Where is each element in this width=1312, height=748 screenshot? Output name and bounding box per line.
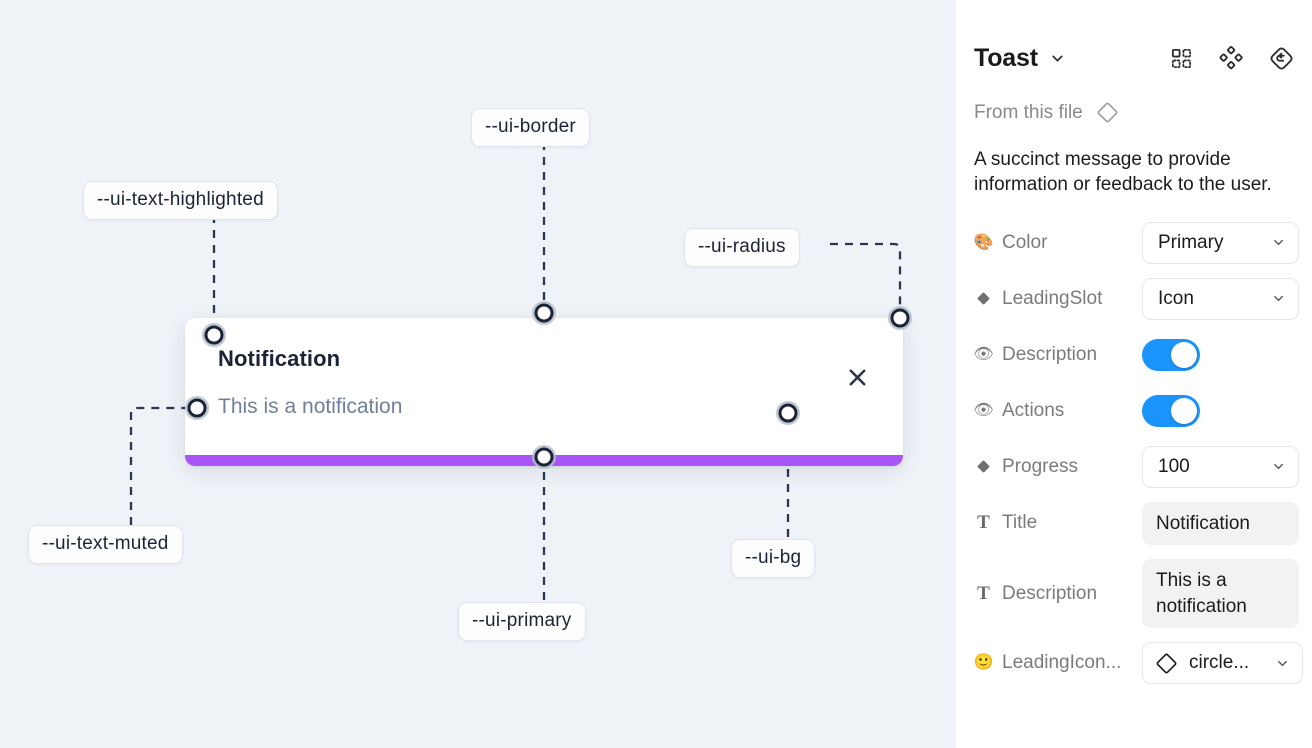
property-control — [1142, 338, 1294, 371]
serif-t-icon: T — [977, 582, 990, 604]
panel-header-actions — [1170, 46, 1294, 71]
four-diamond-component-icon[interactable] — [1219, 46, 1243, 70]
serif-t-icon: T — [977, 512, 990, 534]
toggle-knob — [1171, 397, 1197, 424]
property-label-actions: 👁 Actions — [974, 400, 1142, 422]
property-name: Actions — [1002, 399, 1065, 421]
title-input[interactable]: Notification — [1142, 501, 1299, 546]
properties-list: 🎨 Color Primary — [974, 221, 1303, 685]
property-row-leadingslot: LeadingSlot Icon — [974, 277, 1299, 320]
chevron-down-icon[interactable] — [1049, 50, 1066, 67]
token-pill-ui-primary[interactable]: --ui-primary — [458, 602, 586, 641]
leadingicon-select-value: circle... — [1189, 652, 1250, 674]
token-handle-ui-bg[interactable] — [778, 403, 798, 423]
filled-diamond-icon — [974, 458, 993, 475]
toast-component-preview[interactable]: Notification This is a notification — [185, 318, 903, 466]
chevron-down-icon — [1271, 459, 1286, 474]
token-handle-ui-text-muted[interactable] — [187, 398, 207, 418]
progress-select[interactable]: 100 — [1142, 445, 1299, 488]
property-label-leadingslot: LeadingSlot — [974, 288, 1142, 310]
property-name: Progress — [1002, 455, 1079, 477]
eye-emoji-icon: 👁 — [974, 345, 994, 363]
property-label-progress: Progress — [974, 456, 1142, 478]
property-label-description-text: T Description — [974, 583, 1142, 605]
diamond-outline-icon — [1095, 100, 1120, 125]
chevron-down-icon — [1271, 235, 1286, 250]
property-control: 100 — [1142, 445, 1299, 488]
close-x-icon[interactable] — [844, 364, 870, 390]
color-select[interactable]: Primary — [1142, 221, 1299, 264]
property-label-description: 👁 Description — [974, 344, 1142, 366]
token-handle-ui-primary[interactable] — [534, 447, 554, 467]
chevron-down-icon — [1271, 291, 1286, 306]
properties-panel: Toast — [956, 0, 1312, 748]
token-pill-ui-text-muted[interactable]: --ui-text-muted — [28, 525, 183, 564]
component-description: A succinct message to provide informatio… — [974, 149, 1272, 196]
description-input[interactable]: This is a notification — [1142, 559, 1299, 629]
token-handle-ui-radius[interactable] — [890, 308, 910, 328]
property-label-title: T Title — [974, 512, 1142, 534]
reset-variant-icon[interactable] — [1269, 46, 1294, 71]
leadingslot-select-value: Icon — [1158, 287, 1194, 309]
property-name: Color — [1002, 231, 1048, 253]
property-name: LeadingSlot — [1002, 287, 1103, 309]
progress-select-value: 100 — [1158, 455, 1190, 477]
token-pill-ui-text-highlighted[interactable]: --ui-text-highlighted — [83, 181, 278, 220]
property-label-color: 🎨 Color — [974, 232, 1142, 254]
property-name: LeadingIcon... — [1002, 652, 1122, 674]
toggle-knob — [1171, 341, 1197, 368]
color-select-value: Primary — [1158, 231, 1224, 253]
property-row-actions-toggle: 👁 Actions — [974, 390, 1294, 432]
from-this-file-label: From this file — [974, 101, 1083, 123]
description-toggle[interactable] — [1142, 338, 1200, 371]
property-row-color: 🎨 Color Primary — [974, 221, 1299, 264]
design-canvas[interactable]: Notification This is a notification --ui… — [0, 0, 956, 748]
property-name: Description — [1002, 582, 1098, 604]
token-pill-ui-bg[interactable]: --ui-bg — [731, 539, 816, 578]
property-control: Icon — [1142, 277, 1299, 320]
token-handle-ui-text-highlighted[interactable] — [204, 325, 224, 345]
eye-emoji-icon: 👁 — [974, 401, 994, 419]
smiley-emoji-icon: 🙂 — [974, 654, 994, 672]
diamond-outline-icon — [1154, 651, 1179, 676]
property-row-title: T Title Notification — [974, 501, 1299, 546]
leadingslot-select[interactable]: Icon — [1142, 277, 1299, 320]
property-control: This is a notification — [1142, 559, 1299, 629]
property-row-progress: Progress 100 — [974, 445, 1299, 488]
property-row-description-text: T Description This is a notification — [974, 559, 1299, 629]
property-control: Notification — [1142, 501, 1299, 546]
token-pill-ui-radius[interactable]: --ui-radius — [684, 228, 800, 267]
filled-diamond-icon — [974, 290, 993, 307]
panel-title: Toast — [974, 43, 1038, 72]
token-handle-ui-border[interactable] — [534, 303, 554, 323]
palette-emoji-icon: 🎨 — [974, 233, 994, 251]
toast-description: This is a notification — [218, 395, 403, 418]
property-row-leadingicon: 🙂 LeadingIcon... circle... — [974, 642, 1303, 685]
property-control — [1142, 394, 1294, 427]
token-pill-ui-border[interactable]: --ui-border — [471, 108, 590, 147]
property-control: Primary — [1142, 221, 1299, 264]
property-control: circle... — [1142, 642, 1303, 685]
property-name: Description — [1002, 343, 1098, 365]
from-this-file-row[interactable]: From this file — [974, 100, 1294, 125]
leadingicon-select[interactable]: circle... — [1142, 642, 1303, 685]
toast-title: Notification — [218, 346, 341, 371]
component-grid-icon[interactable] — [1170, 47, 1193, 70]
panel-header: Toast — [974, 30, 1294, 86]
chevron-down-icon — [1275, 656, 1290, 671]
property-name: Title — [1002, 512, 1038, 534]
property-label-leadingicon: 🙂 LeadingIcon... — [974, 652, 1142, 674]
property-row-description-toggle: 👁 Description — [974, 334, 1294, 376]
actions-toggle[interactable] — [1142, 394, 1200, 427]
